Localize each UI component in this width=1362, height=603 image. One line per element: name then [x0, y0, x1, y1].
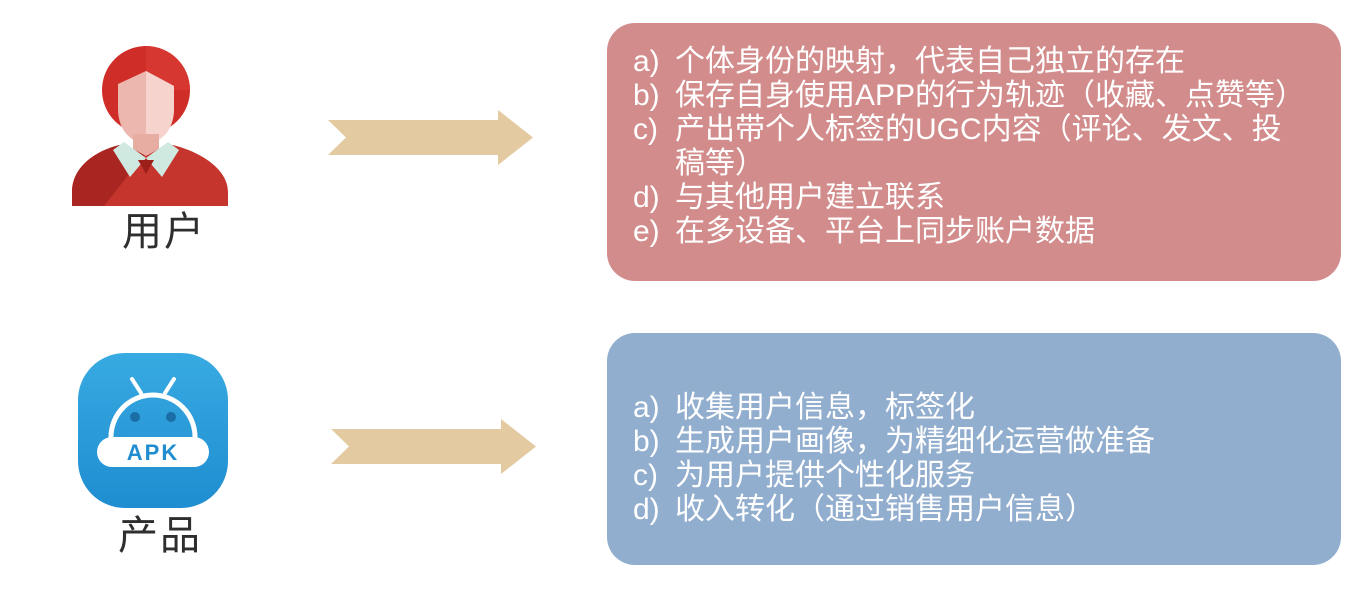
item-marker: d) [633, 493, 660, 526]
list-item: c) 产出带个人标签的UGC内容（评论、发文、投稿等） [633, 113, 1307, 181]
user-point-list: a) 个体身份的映射，代表自己独立的存在 b) 保存自身使用APP的行为轨迹（收藏、点… [607, 23, 1341, 249]
item-text: 生成用户画像，为精细化运营做准备 [675, 425, 1155, 458]
user-flow-arrow-icon [328, 110, 533, 165]
item-text: 个体身份的映射，代表自己独立的存在 [675, 45, 1185, 78]
list-item: a) 个体身份的映射，代表自己独立的存在 [633, 45, 1307, 79]
item-marker: e) [633, 215, 660, 248]
list-item: d) 收入转化（通过销售用户信息） [633, 493, 1307, 527]
android-eye-right [166, 412, 176, 422]
item-text: 在多设备、平台上同步账户数据 [675, 215, 1095, 248]
apk-pill [97, 437, 209, 467]
product-label: 产品 [118, 514, 202, 558]
item-marker: c) [633, 113, 658, 146]
list-item: c) 为用户提供个性化服务 [633, 459, 1307, 493]
item-text: 收集用户信息，标签化 [675, 391, 975, 424]
apk-android-icon: APK [78, 353, 228, 508]
item-marker: b) [633, 79, 660, 112]
user-benefits-panel: a) 个体身份的映射，代表自己独立的存在 b) 保存自身使用APP的行为轨迹（收藏、点… [607, 23, 1341, 281]
android-eye-left [130, 412, 140, 422]
list-item: b) 生成用户画像，为精细化运营做准备 [633, 425, 1307, 459]
item-text: 收入转化（通过销售用户信息） [675, 493, 1095, 526]
list-item: e) 在多设备、平台上同步账户数据 [633, 215, 1307, 249]
list-item: a) 收集用户信息，标签化 [633, 391, 1307, 425]
product-flow-arrow-icon [331, 419, 536, 474]
list-item: d) 与其他用户建立联系 [633, 181, 1307, 215]
item-marker: d) [633, 181, 660, 214]
item-marker: c) [633, 459, 658, 492]
android-antenna-left [130, 377, 143, 395]
list-item: b) 保存自身使用APP的行为轨迹（收藏、点赞等） [633, 79, 1307, 113]
apk-badge-text: APK [127, 440, 179, 465]
item-text: 产出带个人标签的UGC内容（评论、发文、投稿等） [675, 113, 1282, 180]
item-text: 与其他用户建立联系 [675, 181, 945, 214]
item-marker: a) [633, 391, 660, 424]
avatar-collar-right [146, 142, 179, 177]
android-antenna-right [163, 377, 176, 395]
avatar-collar-left [113, 142, 146, 177]
product-point-list: a) 收集用户信息，标签化 b) 生成用户画像，为精细化运营做准备 c) 为用户提供个性化… [607, 333, 1341, 527]
product-benefits-panel: a) 收集用户信息，标签化 b) 生成用户画像，为精细化运营做准备 c) 为用户提供个性化… [607, 333, 1341, 565]
item-marker: a) [633, 45, 660, 78]
apk-icon-graphic: APK [78, 353, 228, 508]
user-avatar-graphic [72, 46, 228, 206]
item-marker: b) [633, 425, 660, 458]
android-head [108, 392, 198, 440]
item-text: 保存自身使用APP的行为轨迹（收藏、点赞等） [675, 79, 1306, 112]
user-avatar-icon [70, 44, 230, 206]
apk-squircle [78, 353, 228, 508]
user-label: 用户 [122, 210, 206, 254]
avatar-face-highlight [146, 71, 174, 144]
avatar-tie [138, 160, 154, 174]
item-text: 为用户提供个性化服务 [675, 459, 975, 492]
